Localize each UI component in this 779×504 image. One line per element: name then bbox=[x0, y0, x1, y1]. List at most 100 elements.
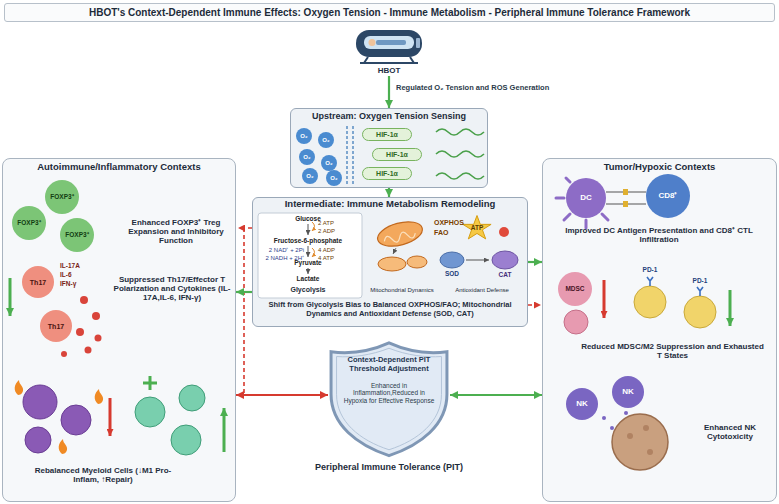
exhausted-t-cell bbox=[634, 286, 716, 328]
dna-strand bbox=[436, 151, 484, 157]
antigen-presentation bbox=[606, 189, 646, 207]
cell-membrane bbox=[347, 126, 353, 184]
hbot-chamber-icon bbox=[369, 39, 376, 46]
node-text: Peripheral Immune Tolerance (PIT) bbox=[288, 462, 490, 472]
cytokine-dots bbox=[80, 296, 88, 304]
cytokine-dots bbox=[92, 312, 100, 320]
repair-macrophage bbox=[135, 397, 165, 427]
node-text: Rebalanced Myeloid Cells (↓M1 Pro-Inflam… bbox=[28, 466, 178, 484]
cytokine-dots bbox=[85, 347, 92, 354]
hbot-chamber-icon bbox=[376, 40, 406, 45]
dna-strand bbox=[436, 129, 484, 179]
cytokine-dots bbox=[95, 335, 102, 342]
mdsc-decrease-arrow bbox=[604, 280, 605, 318]
oxygen-molecule: O₂ bbox=[326, 170, 342, 186]
th17-cell: Th17 bbox=[22, 266, 54, 298]
edge-label: Regulated O₂ Tension and ROS Generation bbox=[396, 84, 549, 93]
inflammation-flame bbox=[15, 380, 23, 395]
node-label: MDSC bbox=[565, 286, 584, 293]
exhaustion-decrease-arrow bbox=[730, 290, 731, 326]
dendritic-cell: DC bbox=[566, 178, 606, 218]
cell-membrane bbox=[346, 126, 348, 184]
m1-decrease-arrow bbox=[110, 398, 111, 436]
m1-macrophage bbox=[61, 405, 91, 435]
hif-1a-pill: HIF-1α bbox=[362, 167, 412, 180]
antioxidant-enzymes bbox=[466, 260, 489, 261]
repair-macrophage bbox=[179, 385, 205, 411]
hbot-chamber-icon bbox=[416, 38, 420, 48]
glycolysis-panel bbox=[312, 248, 315, 257]
node-label: FOXP3⁺ bbox=[50, 194, 73, 201]
cytokine-dots bbox=[61, 351, 67, 357]
treg-pathway-arrow bbox=[528, 304, 541, 306]
node-text: Enhanced FOXP3⁺ Treg Expansion and Inhib… bbox=[118, 218, 234, 246]
mitochondrion bbox=[378, 257, 406, 271]
atp-star: ATP bbox=[462, 215, 492, 241]
node-label: Th17 bbox=[30, 279, 46, 286]
inflammation-flame bbox=[59, 439, 67, 454]
node-label: ATP bbox=[471, 225, 484, 232]
th17-decrease-arrow bbox=[9, 278, 12, 316]
hif-1a-pill: HIF-1α bbox=[372, 148, 422, 161]
panel-caption: Antioxidant Defense bbox=[455, 287, 509, 294]
cytokine-label: IL-6 bbox=[60, 271, 72, 278]
pathway-label: OXPHOS bbox=[434, 219, 464, 227]
panel-caption: Mitochondrial Dynamics bbox=[370, 287, 434, 294]
node-label: O₂ bbox=[325, 160, 332, 166]
node-text: Enhanced NK Cytotoxicity bbox=[688, 423, 772, 441]
cd8-t-cell: CD8⁺ bbox=[646, 174, 690, 218]
oxygen-molecule: O₂ bbox=[318, 132, 334, 148]
mdsc-cell bbox=[564, 310, 588, 334]
node-heading: Context-Dependent PIT Threshold Adjustme… bbox=[339, 356, 439, 373]
exhausted-t-cell bbox=[634, 286, 666, 318]
glycolysis-panel bbox=[308, 246, 309, 257]
m1-decrease-arrow bbox=[109, 398, 112, 436]
inflammation-flame bbox=[95, 389, 103, 404]
metabolite-label: Glucose bbox=[295, 215, 321, 222]
exhaustion-decrease-arrow bbox=[729, 290, 732, 326]
node-heading: Tumor/Hypoxic Contexts bbox=[542, 162, 777, 173]
panel-fill bbox=[3, 159, 236, 502]
cytokine-label: IL-17A bbox=[60, 262, 80, 269]
pathway-label: FAO bbox=[434, 229, 448, 237]
receptor-label: PD-1 bbox=[693, 277, 708, 284]
oxygen-molecule: O₂ bbox=[299, 149, 315, 165]
node-label: HIF-1α bbox=[386, 151, 408, 158]
node-label: FOXP3⁺ bbox=[17, 220, 40, 227]
node-heading: Intermediate: Immune Metabolism Remodeli… bbox=[252, 199, 528, 210]
tumor-cell bbox=[612, 414, 668, 470]
mdsc-decrease-arrow bbox=[603, 280, 606, 318]
connector-arrow bbox=[388, 76, 390, 108]
treg-pathway-arrow bbox=[243, 228, 245, 394]
cytotoxic-granules bbox=[602, 416, 606, 420]
treg-pathway-arrow bbox=[238, 228, 541, 394]
mitochondrion bbox=[383, 229, 416, 245]
node-text: Shift from Glycolysis Bias to Balanced O… bbox=[258, 301, 522, 318]
antioxidant-enzymes bbox=[499, 227, 509, 237]
tumor-cell bbox=[612, 414, 668, 470]
cofactor-label: 2 NAD⁺ + 2Pi bbox=[269, 247, 304, 254]
repair-increase-arrow bbox=[224, 408, 225, 452]
nk-cell: NK bbox=[566, 388, 598, 420]
connector-arrow bbox=[236, 291, 252, 293]
oxygen-molecule: O₂ bbox=[296, 128, 312, 144]
node-label: DC bbox=[580, 194, 592, 202]
repair-increase-arrow bbox=[223, 408, 226, 452]
cofactor-label: 2 ADP bbox=[318, 228, 335, 235]
context-panel: Tumor/Hypoxic ContextsImproved DC Antige… bbox=[542, 158, 777, 502]
cytokine-label: IFN-γ bbox=[60, 280, 76, 287]
mitochondrion bbox=[393, 248, 396, 254]
node-label: FOXP3⁺ bbox=[65, 232, 88, 239]
dna-strand bbox=[436, 173, 484, 179]
exhausted-t-cell bbox=[684, 296, 716, 328]
enzyme-label: CAT bbox=[499, 271, 512, 278]
pd-1-receptor bbox=[697, 287, 703, 296]
glycolysis-panel bbox=[258, 213, 362, 298]
node-heading: Upstream: Oxygen Tension Sensing bbox=[290, 111, 488, 121]
glycolysis-panel bbox=[308, 224, 309, 235]
cytotoxic-granules bbox=[610, 426, 614, 430]
hif-1a-pill: HIF-1α bbox=[362, 128, 412, 141]
metabolism-box: Intermediate: Immune Metabolism Remodeli… bbox=[252, 197, 528, 327]
tolerance-shield: Context-Dependent PIT Threshold Adjustme… bbox=[328, 340, 450, 458]
enzyme-label: SOD bbox=[445, 270, 459, 277]
